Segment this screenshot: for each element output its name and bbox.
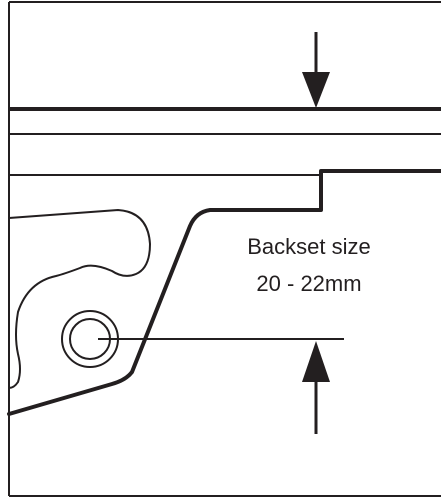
latch-body-outline (7, 169, 441, 416)
faceplate (9, 107, 441, 176)
backset-label-line-2: 20 - 22mm (256, 271, 361, 296)
frame (8, 1, 441, 497)
follower-cam-outline (8, 209, 151, 389)
backset-label-line-1: Backset size (247, 234, 371, 259)
bottom-arrow-head-icon (302, 341, 330, 382)
top-arrow-head-icon (302, 72, 330, 108)
